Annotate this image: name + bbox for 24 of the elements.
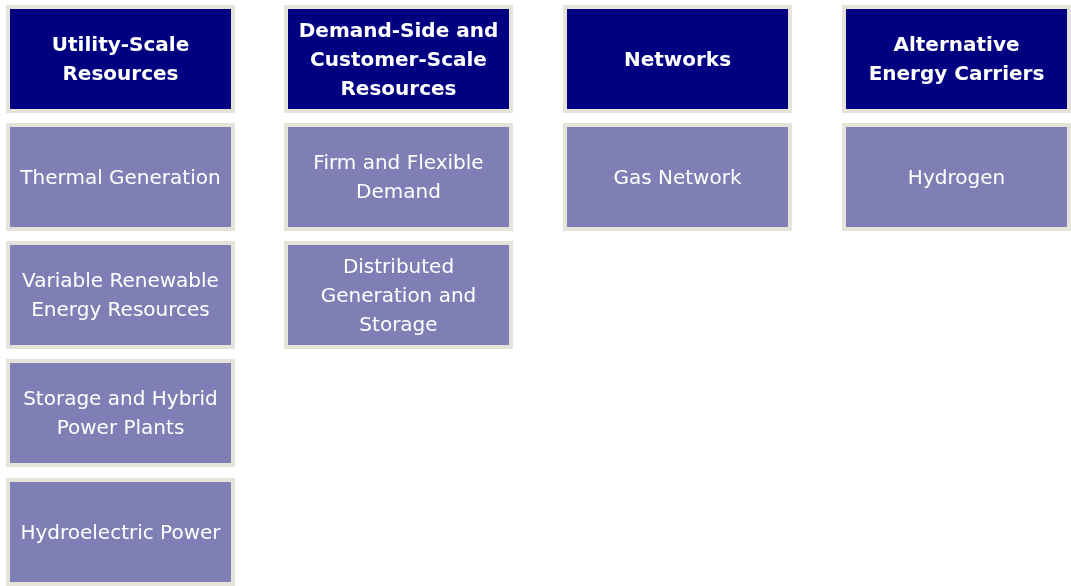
item-text: Thermal Generation bbox=[20, 163, 221, 191]
header-text: Alternative Energy Carriers bbox=[867, 31, 1046, 87]
category-header bbox=[6, 5, 235, 113]
category-item-box bbox=[563, 123, 792, 231]
category-header bbox=[563, 5, 792, 113]
header-text: Utility-Scale Resources bbox=[50, 31, 191, 87]
category-item-box bbox=[6, 359, 235, 467]
item-text: Gas Network bbox=[613, 163, 742, 191]
item-text: Firm and Flexible Demand bbox=[312, 149, 485, 205]
category-item-box bbox=[6, 241, 235, 349]
item-text: Storage and Hybrid Power Plants bbox=[22, 385, 219, 441]
category-header bbox=[284, 5, 513, 113]
category-item-box bbox=[842, 123, 1071, 231]
category-item-box bbox=[6, 123, 235, 231]
category-item-box bbox=[284, 123, 513, 231]
header-text: Networks bbox=[623, 45, 732, 73]
category-item-box bbox=[284, 241, 513, 349]
header-text: Demand-Side and Customer-Scale Resources bbox=[297, 16, 500, 102]
item-text: Hydrogen bbox=[907, 163, 1006, 191]
item-text: Hydroelectric Power bbox=[20, 518, 221, 546]
item-text: Distributed Generation and Storage bbox=[319, 252, 478, 338]
item-text: Variable Renewable Energy Resources bbox=[21, 267, 220, 323]
category-header bbox=[842, 5, 1071, 113]
category-item-box bbox=[6, 478, 235, 586]
